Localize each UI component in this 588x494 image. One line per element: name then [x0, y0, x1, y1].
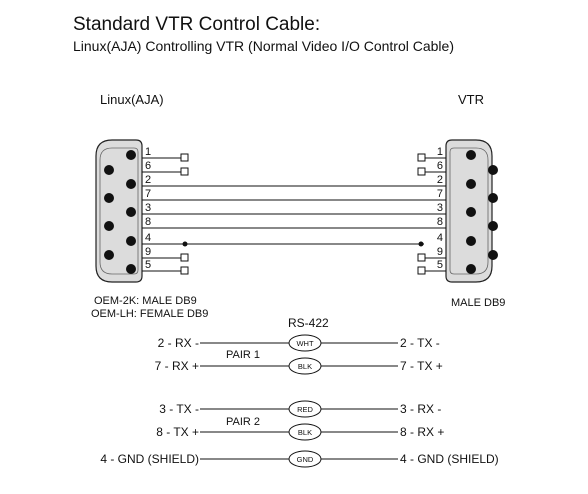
right-pin-number: 6: [437, 160, 443, 172]
right-connector-type: MALE DB9: [451, 297, 506, 309]
wiring-right-pin: 3 - RX -: [400, 402, 441, 416]
rs422-wiring-table: RS-422 PAIR 1 PAIR 2 WHT BLK RED BLK: [100, 316, 499, 468]
left-pin-number: 3: [145, 202, 151, 214]
pair-2-label: PAIR 2: [226, 416, 260, 428]
wire-color-label: WHT: [296, 339, 313, 348]
wiring-right-pin: 8 - RX +: [400, 425, 444, 439]
wiring-right-pin: 4 - GND (SHIELD): [400, 452, 499, 466]
wiring-left-pin: 2 - RX -: [158, 336, 199, 350]
right-pin-number: 3: [437, 202, 443, 214]
right-pin-number: 8: [437, 216, 443, 228]
left-pin-number: 5: [145, 259, 151, 271]
right-pin-number: 5: [437, 259, 443, 271]
diagram-subtitle: Linux(AJA) Controlling VTR (Normal Video…: [73, 38, 454, 54]
left-pin-number: 2: [145, 174, 151, 186]
wire-color-label: BLK: [298, 428, 312, 437]
wiring-left-pin: 7 - RX +: [155, 359, 199, 373]
wiring-right-pin: 2 - TX -: [400, 336, 440, 350]
left-pin-number: 8: [145, 216, 151, 228]
rs422-header: RS-422: [288, 316, 329, 330]
wiring-left-pin: 3 - TX -: [159, 402, 199, 416]
wire-color-label: GND: [297, 455, 314, 464]
left-connector-label: Linux(AJA): [100, 92, 164, 107]
diagram-title: Standard VTR Control Cable:: [73, 14, 321, 35]
left-pin-number: 9: [145, 246, 151, 258]
left-pin-number: 1: [145, 146, 151, 158]
wire-color-badge: [288, 400, 322, 418]
wire-color-badge: [288, 357, 322, 375]
wiring-left-pin: 8 - TX +: [156, 425, 199, 439]
through-wires: [142, 185, 446, 245]
right-pin-number: 9: [437, 246, 443, 258]
right-connector-label: VTR: [458, 92, 484, 107]
wire-color-badge: [288, 334, 322, 352]
right-pin-number: 7: [437, 188, 443, 200]
wire-color-badge: [288, 450, 322, 468]
wiring-left-pin: 4 - GND (SHIELD): [100, 452, 199, 466]
wire-color-label: BLK: [298, 362, 312, 371]
left-pin-number: 7: [145, 188, 151, 200]
left-connector-type-2k: OEM-2K: MALE DB9: [94, 295, 197, 307]
left-db9-connector: [95, 139, 143, 283]
left-connector-type-lh: OEM-LH: FEMALE DB9: [91, 308, 209, 320]
wire-color-badge: [288, 423, 322, 441]
right-pin-number: 4: [437, 232, 443, 244]
right-pin-number: 2: [437, 174, 443, 186]
wiring-right-pin: 7 - TX +: [400, 359, 443, 373]
left-pin-number: 6: [145, 160, 151, 172]
right-db9-connector: [445, 139, 498, 283]
pair-1-label: PAIR 1: [226, 349, 260, 361]
left-pin-number: 4: [145, 232, 151, 244]
right-pin-number: 1: [437, 146, 443, 158]
wire-color-label: RED: [297, 405, 313, 414]
